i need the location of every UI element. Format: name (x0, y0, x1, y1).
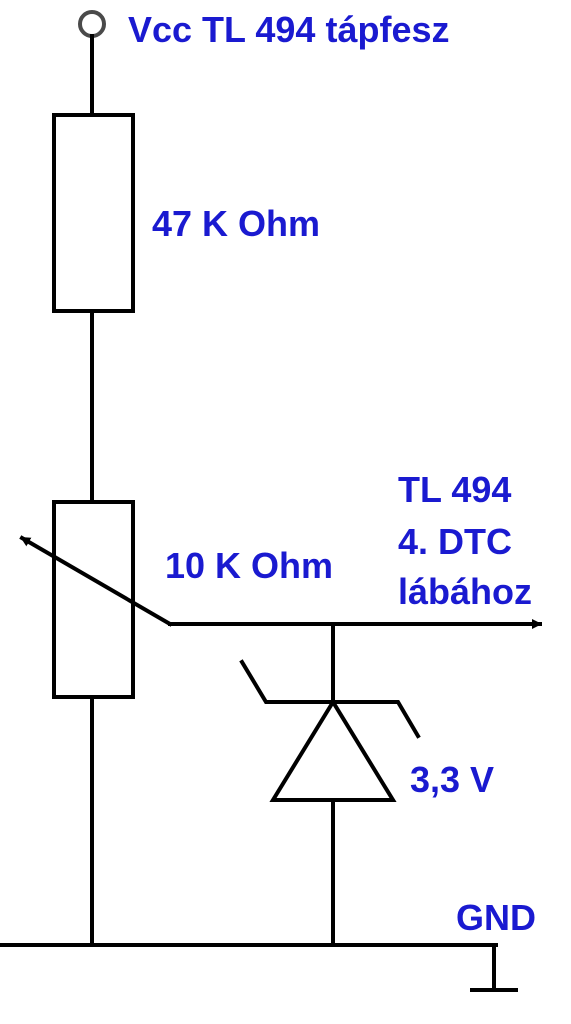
potentiometer-10k (52, 500, 135, 699)
vcc-label: Vcc TL 494 tápfesz (128, 9, 450, 50)
potentiometer-10k-label: 10 K Ohm (165, 545, 333, 586)
vcc-terminal (78, 10, 106, 38)
gnd-label: GND (456, 897, 536, 938)
resistor-47k-label: 47 K Ohm (152, 203, 320, 244)
resistor-47k (52, 113, 135, 313)
output-label-line1: TL 494 (398, 469, 511, 510)
zener-voltage-label: 3,3 V (410, 759, 494, 800)
zener-diode-triangle (269, 698, 397, 802)
output-label-line3: lábához (398, 571, 532, 612)
output-label-line2: 4. DTC (398, 521, 512, 562)
potentiometer-wiper-arrow (19, 535, 173, 627)
